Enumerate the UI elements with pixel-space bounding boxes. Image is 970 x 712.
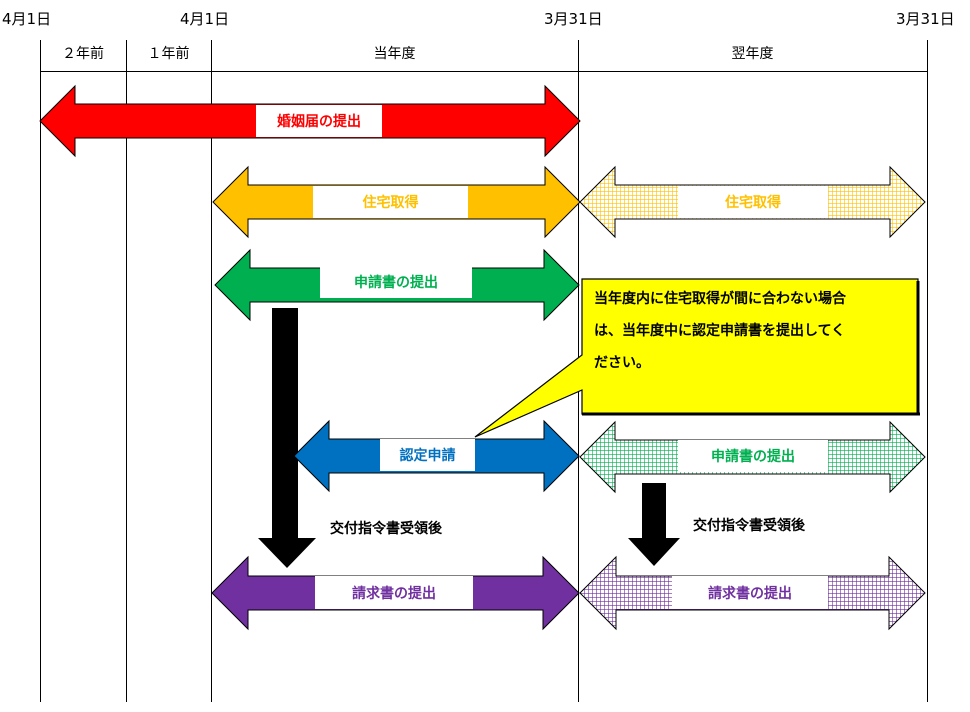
column-one-year-before: １年前 (147, 46, 190, 62)
certification-label: 認定申請 (380, 439, 475, 471)
timeline-divider (126, 40, 127, 702)
header-rule (40, 71, 928, 72)
callout-line: は、当年度中に認定申請書を提出してく (594, 323, 846, 339)
claim-next-label: 請求書の提出 (672, 576, 828, 609)
date-label-fiscal-end: 3月31日 (544, 10, 603, 28)
callout-line: 当年度内に住宅取得が間に合わない場合 (594, 291, 846, 307)
callout-line: ださい。 (594, 355, 650, 371)
column-next-year: 翌年度 (731, 46, 774, 62)
column-current-year: 当年度 (373, 46, 416, 62)
callout-text: 当年度内に住宅取得が間に合わない場合 は、当年度中に認定申請書を提出してく ださ… (594, 283, 916, 379)
date-label-start: 4月1日 (2, 10, 52, 28)
housing-next-label: 住宅取得 (678, 186, 828, 218)
timeline-divider (40, 40, 41, 702)
application-next-label: 申請書の提出 (678, 440, 828, 472)
down-arrow-next (628, 483, 680, 566)
application-current-label: 申請書の提出 (320, 266, 472, 298)
date-label-next-end: 3月31日 (896, 10, 955, 28)
timeline-divider (927, 40, 928, 702)
timeline-divider (211, 40, 212, 702)
date-label-fiscal-start: 4月1日 (180, 10, 230, 28)
after-notice-current: 交付指令書受領後 (330, 521, 442, 537)
housing-current-label: 住宅取得 (313, 186, 468, 218)
column-two-years-before: ２年前 (62, 46, 104, 62)
claim-current-label: 請求書の提出 (315, 576, 473, 609)
after-notice-next: 交付指令書受領後 (693, 518, 805, 534)
marriage-arrow-label: 婚姻届の提出 (256, 105, 382, 137)
down-arrow-current (258, 308, 316, 568)
